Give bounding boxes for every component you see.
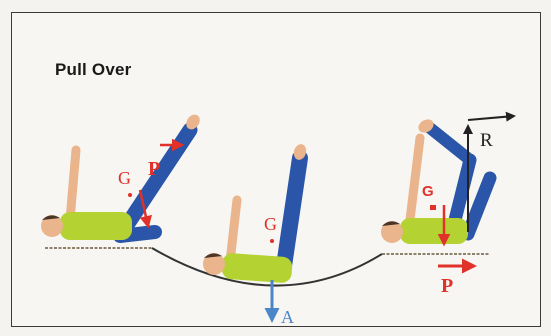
label-g1: G [118,168,131,188]
center-of-mass-3 [430,205,436,210]
figure-3 [381,117,490,244]
label-a: A [281,307,294,327]
center-of-mass-2 [270,239,274,243]
center-of-mass-1 [128,193,132,197]
label-p1: P [148,158,160,180]
label-g3: G [422,183,434,200]
label-p3: P [441,275,453,297]
label-g2: G [264,214,277,234]
figure-2 [203,143,308,284]
label-r: R [480,130,493,151]
